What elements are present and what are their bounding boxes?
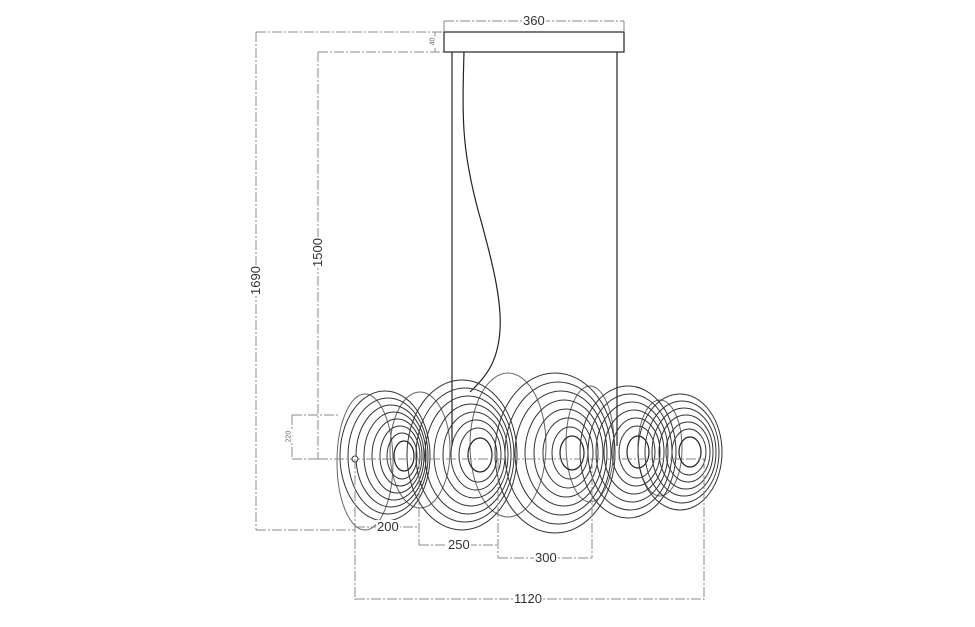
- dim-spacing-1: 200: [376, 519, 400, 534]
- disc-1: [339, 390, 431, 522]
- dim-suspension-height: 1500: [309, 237, 325, 268]
- suspension-cables: [451, 51, 618, 446]
- dim-overall-height: 1690: [247, 265, 263, 296]
- dim-spacing-3: 300: [534, 550, 558, 565]
- disc-3: [494, 372, 616, 534]
- dim-canopy-height: 40: [429, 36, 437, 47]
- dim-overall-width: 1120: [513, 591, 543, 606]
- disc-4: [579, 385, 677, 519]
- dim-spacing-2: 250: [447, 537, 471, 552]
- width-dimensions: [354, 459, 705, 600]
- disc-5: [637, 393, 723, 511]
- dim-disc-offset: 220: [285, 429, 293, 444]
- dim-canopy-width: 360: [522, 13, 546, 28]
